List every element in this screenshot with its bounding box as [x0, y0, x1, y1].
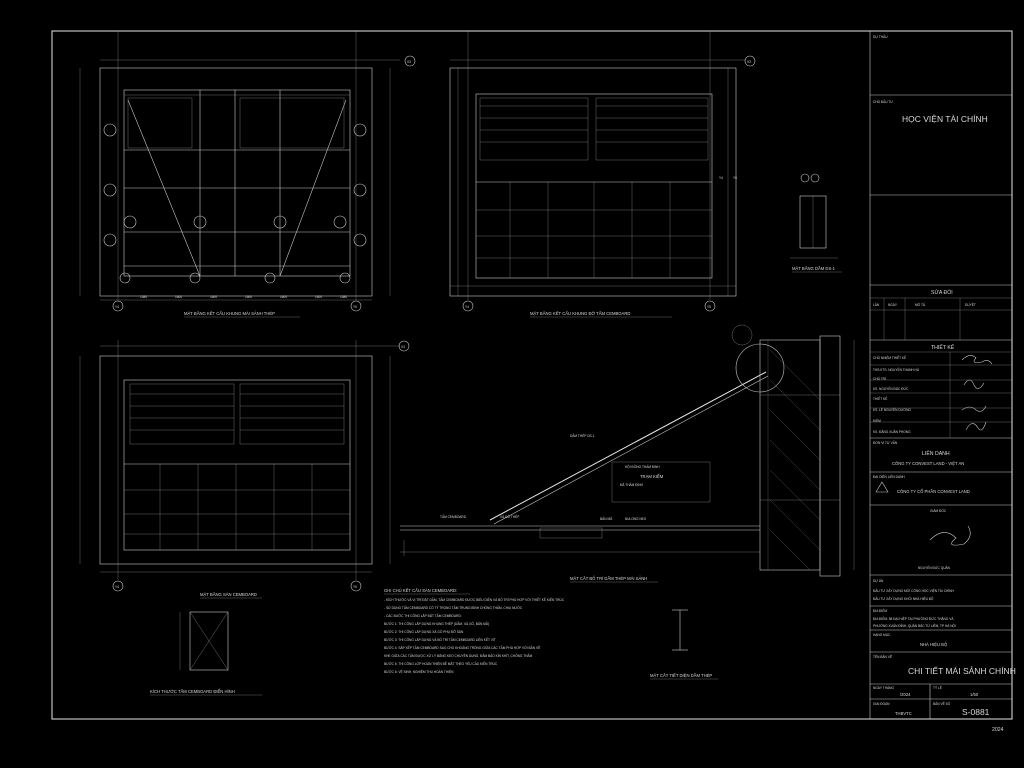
approval-stamp [611, 461, 711, 503]
grid-label: X3 [407, 60, 411, 64]
tb-so-ban-ve: S-0881 [962, 707, 990, 717]
note-line: - SỬ DỤNG TẤM CEMBOARD CÓ TỶ TRỌNG TẤM T… [384, 605, 523, 610]
tb-dia-diem: PHƯỜNG XUÂN ĐỈNH, QUẬN BẮC TỪ LIÊM, TP H… [873, 623, 956, 628]
detail-beam-ds1 [790, 173, 838, 259]
tb-hang-muc: NHÀ HIỆU BỘ [920, 642, 948, 647]
grid-label: Y4 [465, 305, 469, 309]
grid-label: X3 [401, 345, 405, 349]
tb-so-ban-ve-label: BẢN VẼ SỐ [933, 701, 951, 706]
tb-role: KIỂM [873, 418, 881, 423]
grid-label: Y5 [733, 176, 737, 180]
tb-du-an: ĐẦU TƯ XÂY DỰNG KHỐI NHÀ HIỆU BỘ [873, 596, 934, 601]
dim-label: 1600 [175, 295, 182, 299]
dim-label: 1600 [315, 295, 322, 299]
tb-ten-ban-ve-label: TÊN BẢN VẼ [873, 654, 892, 659]
plan-cemboard-frame [449, 31, 756, 312]
detail-tile-title: KÍCH THƯỚC TẤM CEMBOARD ĐIỂN HÌNH [150, 689, 235, 694]
tb-ngay: /2024 [900, 692, 911, 697]
note-line: BƯỚC 4: SẮP XẾP TẤM CEMBOARD SAO CHO KHO… [384, 645, 540, 650]
note-line: BƯỚC 6: VỆ SINH, NGHIỆM THU HOÀN THIỆN [384, 669, 454, 674]
grid-label: Y4 [115, 585, 119, 589]
section-label: DẦM THÉP DS-1 [570, 433, 595, 438]
tb-company: CÔNG TY CỔ PHẦN CONVEST LAND [897, 489, 970, 494]
tb-col: MÔ TẢ [915, 302, 926, 307]
plan1-title: MẶT BẰNG KẾT CẤU KHUNG MÁI SẢNH THÉP [184, 311, 275, 316]
grid-label: Y5 [353, 585, 357, 589]
dim-label: 1600 [280, 295, 287, 299]
note-line: - KÍCH THƯỚC VÀ VỊ TRÍ ĐẶT DẦM, TẤM CEMB… [384, 597, 565, 602]
tb-col: NGÀY [888, 303, 898, 307]
tb-du-an: ĐẦU TƯ XÂY DỰNG MỚI CÔNG HỌC VIỆN TÀI CH… [873, 588, 954, 593]
dim-label: 1380 [340, 295, 347, 299]
tb-hang-muc-label: HẠNG MỤC [873, 633, 891, 637]
grid-label: Y5 [707, 305, 711, 309]
note-line: BƯỚC 3: THI CÔNG LẮP DỰNG VÀ BỐ TRÍ TẤM … [384, 637, 496, 642]
tb-ty-le: 1/50 [970, 692, 979, 697]
note-line: - CÁC BƯỚC THI CÔNG LẮP ĐẶT TẤM CEMBOARD… [384, 613, 462, 618]
section-title: MẶT CẮT BỐ TRÍ DẦM THÉP MÁI SẢNH [570, 576, 647, 581]
grid-label: X3 [747, 60, 751, 64]
section-label: BẢN MÃ [600, 516, 613, 521]
tb-role: KS. LÊ NGUYÊN DƯƠNG [873, 407, 911, 412]
tb-du-an-label: DỰ ÁN [873, 579, 884, 583]
dim-label: 1600 [245, 295, 252, 299]
note-line: BƯỚC 1: THI CÔNG LẮP DỰNG KHUNG THÉP (DẦ… [384, 621, 489, 626]
sheet-border [51, 30, 1013, 720]
grid-label: Y5 [353, 305, 357, 309]
tb-dau-thau: DỰ THẦU [873, 35, 888, 39]
note-line: BƯỚC 5: THI CÔNG LỚP HOÀN THIỆN BỀ MẶT T… [384, 661, 498, 666]
dim-label: 1600 [210, 295, 217, 299]
notes-title: GHI CHÚ KẾT CẤU SÀN CEMBOARD: [384, 588, 457, 593]
note-line: KHE GIỮA CÁC TẤM ĐƯỢC XỬ LÝ BẰNG KEO CHU… [384, 653, 533, 658]
tb-role: KS. NGUYỄN ĐẮC ĐỨC [873, 386, 909, 391]
tb-giam-doc: GIÁM ĐỐC [930, 508, 947, 513]
tb-role: THS.KTS. NGUYỄN THANH HÀ [873, 367, 920, 372]
page-number: 2024 [992, 727, 1004, 733]
tb-role: THIẾT KẾ [873, 396, 887, 401]
tb-dia-diem-label: ĐỊA ĐIỂM [873, 608, 887, 613]
tb-lien-danh: LIÊN DANH [922, 449, 950, 457]
plan-cemboard-floor [79, 340, 410, 592]
tb-lien-danh-name: CÔNG TY CONVEST LAND - VIỆT AN [892, 461, 964, 466]
tb-role: KS. ĐẶNG XUÂN PHONG [873, 430, 911, 434]
stamp-line: TRẠM KIỂM [640, 474, 664, 479]
tb-role: CHỦ TRÌ [873, 376, 886, 381]
detail-cemboard-tile [179, 611, 229, 671]
stamp-header: HỘI ĐỒNG THẨM ĐỊNH [625, 464, 660, 469]
detail-steel-title: MẶT CẮT TIẾT DIỆN DẦM THÉP [650, 673, 712, 678]
section-label: TẤM CEMBOARD [440, 515, 467, 519]
detail-steel-section [672, 609, 688, 651]
plan3-title: MẶT BẰNG SÀN CEMBOARD [200, 592, 257, 597]
tb-thiet-ke: THIẾT KẾ [931, 344, 955, 351]
dim-label: 1380 [140, 295, 147, 299]
plan2-title: MẶT BẰNG KẾT CẤU KHUNG ĐỠ TẤM CEMBOARD [530, 311, 630, 316]
stamp-line: ĐÃ THẨM ĐỊNH [620, 482, 644, 487]
tb-chu-dau-tu-label: CHỦ ĐẦU TƯ [873, 99, 893, 104]
section-label: BULONG NEO [625, 517, 647, 521]
section-steel-canopy [400, 324, 855, 577]
tb-ten-ban-ve: CHI TIẾT MÁI SẢNH CHÍNH [908, 665, 1016, 676]
tb-col: LẦN [873, 303, 880, 307]
tb-col: DUYỆT [965, 302, 976, 307]
tb-sua-doi: SỬA ĐỔI [931, 289, 953, 296]
tb-ngay-label: NGÀY THÁNG [873, 686, 894, 690]
title-block [869, 31, 1012, 719]
grid-label: Y4 [115, 305, 119, 309]
detail-beam-title: MẶT BẰNG DẦM DS-1 [792, 266, 836, 271]
tb-giai-doan: THBVTC [895, 711, 912, 716]
note-line: BƯỚC 2: THI CÔNG LẮP DỰNG XÀ GỒ PHỤ ĐỠ S… [384, 629, 464, 634]
tb-chu-dau-tu: HỌC VIỆN TÀI CHÍNH [902, 114, 988, 124]
tb-dia-diem: ĐỊA ĐIỂM: 58 ĐẠI HIỆP TẠI PHƯỜNG ĐỨC THẮ… [873, 616, 954, 621]
tb-tu-van-label: ĐƠN VỊ TƯ VẤN [873, 441, 898, 445]
grid-label: Y4 [719, 176, 723, 180]
section-label: XÀ GỒ THÉP [500, 514, 519, 519]
tb-ty-le-label: TỶ LỆ [933, 685, 942, 690]
tb-dai-dien: ĐẠI DIỆN LIÊN DANH [873, 474, 905, 479]
plan-steel-frame [79, 31, 416, 312]
tb-giai-doan-label: GIAI ĐOẠN [873, 702, 890, 706]
tb-director: NGUYỄN ĐỨC QUÂN [918, 565, 951, 570]
tb-role: CHỦ NHIỆM THIẾT KẾ [873, 355, 906, 360]
